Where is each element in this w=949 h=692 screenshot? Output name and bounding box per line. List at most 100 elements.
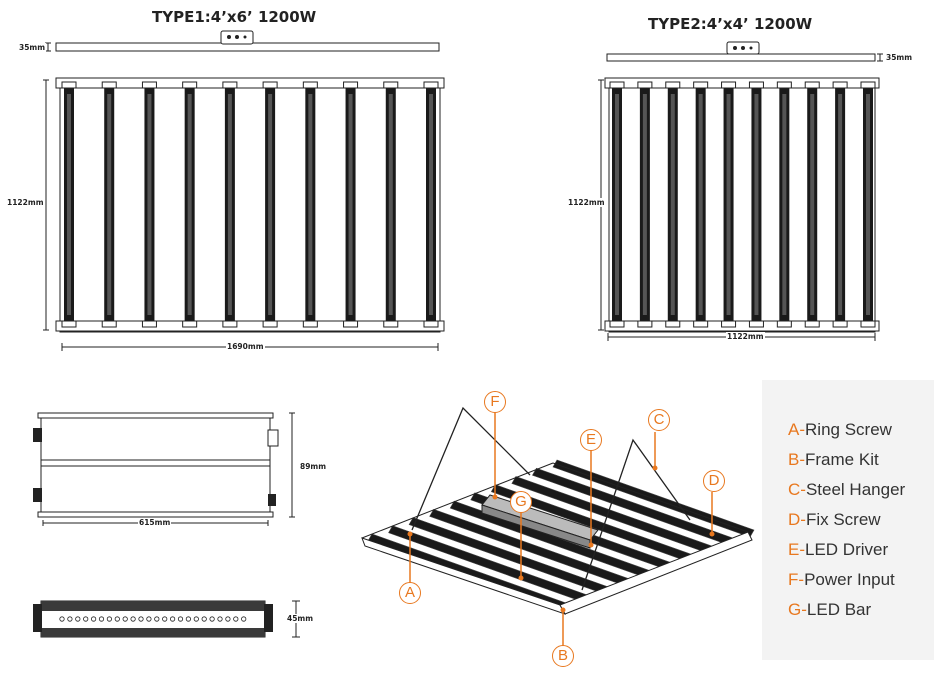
type2-width-label: 1122mm (726, 332, 765, 341)
led-chip (59, 616, 65, 622)
driver-height-label: 89mm (299, 462, 328, 471)
legend-item-b: B-Frame Kit (788, 450, 879, 469)
type1-bar-cap (222, 320, 238, 328)
type2-side-profile (606, 41, 883, 62)
type1-led-bar-highlight (147, 94, 152, 315)
callout-b: B (552, 645, 574, 667)
type2-led-bar-highlight (866, 94, 870, 315)
driver-side-view (33, 600, 300, 638)
type2-led-bar-highlight (698, 94, 703, 315)
legend-item-d: D-Fix Screw (788, 510, 881, 529)
callout-g: G (510, 491, 532, 513)
type1-bar-cap (141, 320, 157, 328)
type1-bar-cap (101, 81, 117, 89)
type2-led-bar-highlight (754, 94, 759, 315)
type2-led-bar-highlight (838, 94, 843, 315)
type2-bar-cap (832, 320, 848, 328)
legend-item-a: A-Ring Screw (788, 420, 892, 439)
type2-height-label: 1122mm (567, 198, 606, 207)
type2-front-view (598, 77, 880, 341)
type1-bar-cap (302, 320, 318, 328)
type1-bar-cap (383, 81, 399, 89)
type2-led-bar-highlight (615, 94, 619, 315)
led-chip (225, 616, 231, 622)
callout-a: A (399, 582, 421, 604)
type1-led-bar-highlight (107, 94, 112, 315)
type1-led-bar-highlight (268, 94, 273, 315)
type2-led-bar-highlight (782, 94, 787, 315)
led-chip (241, 616, 247, 622)
type1-led-bar-highlight (348, 94, 353, 315)
legend-panel: A-Ring Screw B-Frame Kit C-Steel Hanger … (762, 380, 934, 660)
type1-bar-cap (222, 81, 238, 89)
type1-thickness-label: 35mm (18, 43, 47, 52)
led-chip (170, 616, 176, 622)
type1-led-bar-highlight (187, 94, 192, 315)
type2-bar-cap (748, 320, 764, 328)
type1-bar-cap (302, 81, 318, 89)
led-chip (185, 616, 191, 622)
led-chip (138, 616, 144, 622)
led-chip (154, 616, 160, 622)
led-chip (146, 616, 152, 622)
type1-bar-cap (343, 81, 359, 89)
type1-led-bar-highlight (308, 94, 313, 315)
led-chip (106, 616, 113, 622)
led-chip (83, 616, 89, 622)
type2-bar-cap (776, 320, 792, 328)
driver-width-label: 615mm (138, 518, 172, 527)
led-chip (233, 616, 239, 622)
led-chip (91, 616, 97, 622)
legend-item-g: G-LED Bar (788, 600, 872, 619)
led-chip (193, 616, 199, 622)
led-chip (75, 616, 81, 622)
legend-item-c: C-Steel Hanger (788, 480, 906, 499)
type1-bar-cap (61, 320, 77, 328)
callout-d: D (703, 470, 725, 492)
type2-bar-cap (832, 81, 848, 89)
driver-top-view (33, 412, 295, 526)
type2-bar-cap (804, 81, 820, 89)
type2-bar-cap (693, 320, 709, 328)
type1-bar-cap (182, 81, 198, 89)
type2-bar-cap (748, 81, 764, 89)
type2-bar-cap (637, 320, 653, 328)
callout-f: F (484, 391, 506, 413)
type1-width-label: 1690mm (226, 342, 265, 351)
type1-led-bar-highlight (429, 94, 433, 315)
legend-item-e: E-LED Driver (788, 540, 889, 559)
led-chip (122, 616, 128, 622)
led-chip (217, 616, 223, 622)
type1-bar-cap (343, 320, 359, 328)
legend-item-f: F-Power Input (788, 570, 895, 589)
type2-bar-cap (665, 320, 681, 328)
callout-e: E (580, 429, 602, 451)
type2-bar-cap (721, 320, 737, 328)
type2-bar-cap (609, 320, 625, 328)
type2-bar-cap (721, 81, 737, 89)
led-chip (201, 616, 207, 622)
type1-bar-cap (423, 81, 439, 89)
type2-bar-cap (776, 81, 792, 89)
led-chip (98, 616, 105, 622)
isometric-fixture-view (361, 406, 755, 646)
type1-bar-cap (423, 320, 439, 328)
type1-bar-cap (383, 320, 399, 328)
type1-bar-cap (262, 320, 278, 328)
type1-title: TYPE1:4’x6’ 1200W (152, 8, 317, 26)
type2-bar-cap (860, 320, 876, 328)
type2-bar-cap (804, 320, 820, 328)
type2-bar-cap (637, 81, 653, 89)
led-chip (177, 616, 184, 622)
type1-bar-cap (182, 320, 198, 328)
type2-led-bar-highlight (642, 94, 647, 315)
type2-led-bar-highlight (810, 94, 815, 315)
type1-height-label: 1122mm (6, 198, 45, 207)
type2-bar-cap (665, 81, 681, 89)
led-chip (67, 616, 73, 622)
led-chip (162, 616, 168, 622)
type1-bar-cap (101, 320, 117, 328)
type2-bar-cap (693, 81, 709, 89)
type2-bar-cap (609, 81, 625, 89)
